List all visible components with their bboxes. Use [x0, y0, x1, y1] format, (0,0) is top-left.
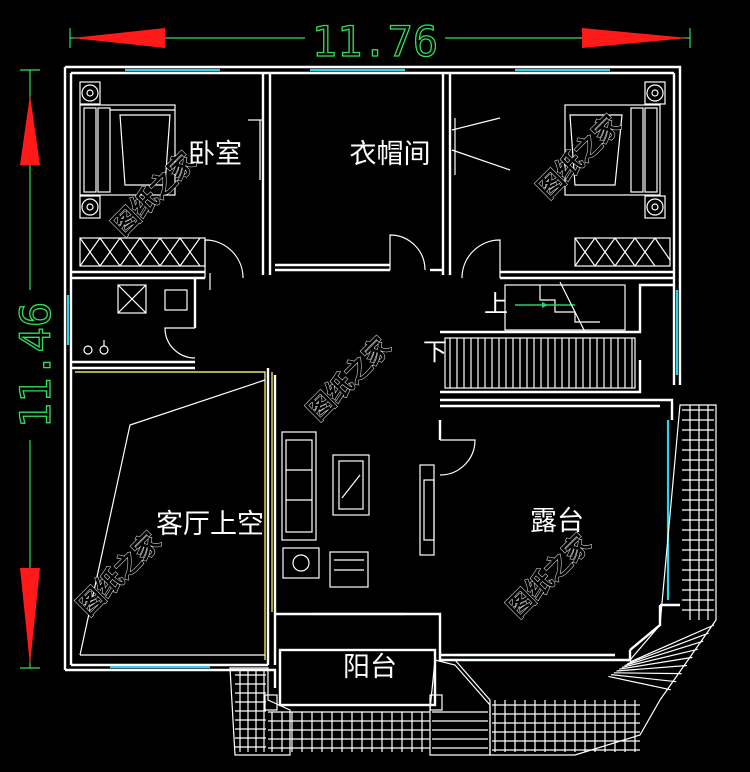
dimension-height: 11.46	[10, 69, 61, 669]
room-label-living-void: 客厅上空	[156, 509, 264, 540]
width-dimension-label: 11.76	[312, 17, 438, 66]
living-void	[75, 371, 273, 660]
hatch-line	[611, 674, 677, 683]
sofa-set	[281, 431, 435, 588]
terrace-railing	[453, 404, 717, 756]
stair-label-up: 上	[484, 290, 508, 318]
dimension-width: 11.76	[69, 16, 691, 67]
hatch-line	[619, 656, 693, 670]
bed-left	[79, 81, 176, 219]
height-dimension-label: 11.46	[11, 302, 60, 428]
stair	[444, 281, 636, 389]
bed-right	[564, 81, 666, 219]
hatch-line	[613, 672, 682, 675]
watermark: 图纸之家	[106, 146, 201, 241]
wardrobe-right	[574, 237, 671, 267]
watermark: 图纸之家	[531, 109, 626, 204]
hatch-line	[627, 632, 709, 665]
room-label-balcony: 阳台	[343, 652, 397, 683]
room-label-bedroom-left: 卧室	[188, 139, 242, 170]
room-label-closet: 衣帽间	[350, 139, 431, 170]
hatch-line	[608, 675, 671, 691]
balcony	[229, 648, 491, 756]
stair-label-down: 下	[423, 338, 447, 366]
arrow-left-icon	[72, 28, 165, 48]
wardrobe-left	[79, 237, 206, 267]
arrow-up-icon	[20, 95, 40, 165]
outer-walls	[63, 65, 682, 688]
bathroom-fixtures	[83, 284, 188, 355]
closet-lines	[451, 117, 511, 175]
hatch-line	[616, 664, 688, 672]
interior-walls	[71, 73, 680, 665]
hatch-line	[624, 640, 704, 667]
doors	[164, 234, 501, 476]
arrow-right-icon	[582, 28, 688, 48]
hatch-line	[621, 648, 698, 668]
hatch-line	[629, 624, 715, 663]
stair-arrow-icon	[542, 302, 548, 308]
arrow-down-icon	[20, 568, 40, 665]
watermark: 图纸之家	[71, 526, 166, 621]
watermark: 图纸之家	[501, 528, 596, 623]
room-label-terrace: 露台	[530, 506, 584, 537]
watermark: 图纸之家	[301, 331, 396, 426]
